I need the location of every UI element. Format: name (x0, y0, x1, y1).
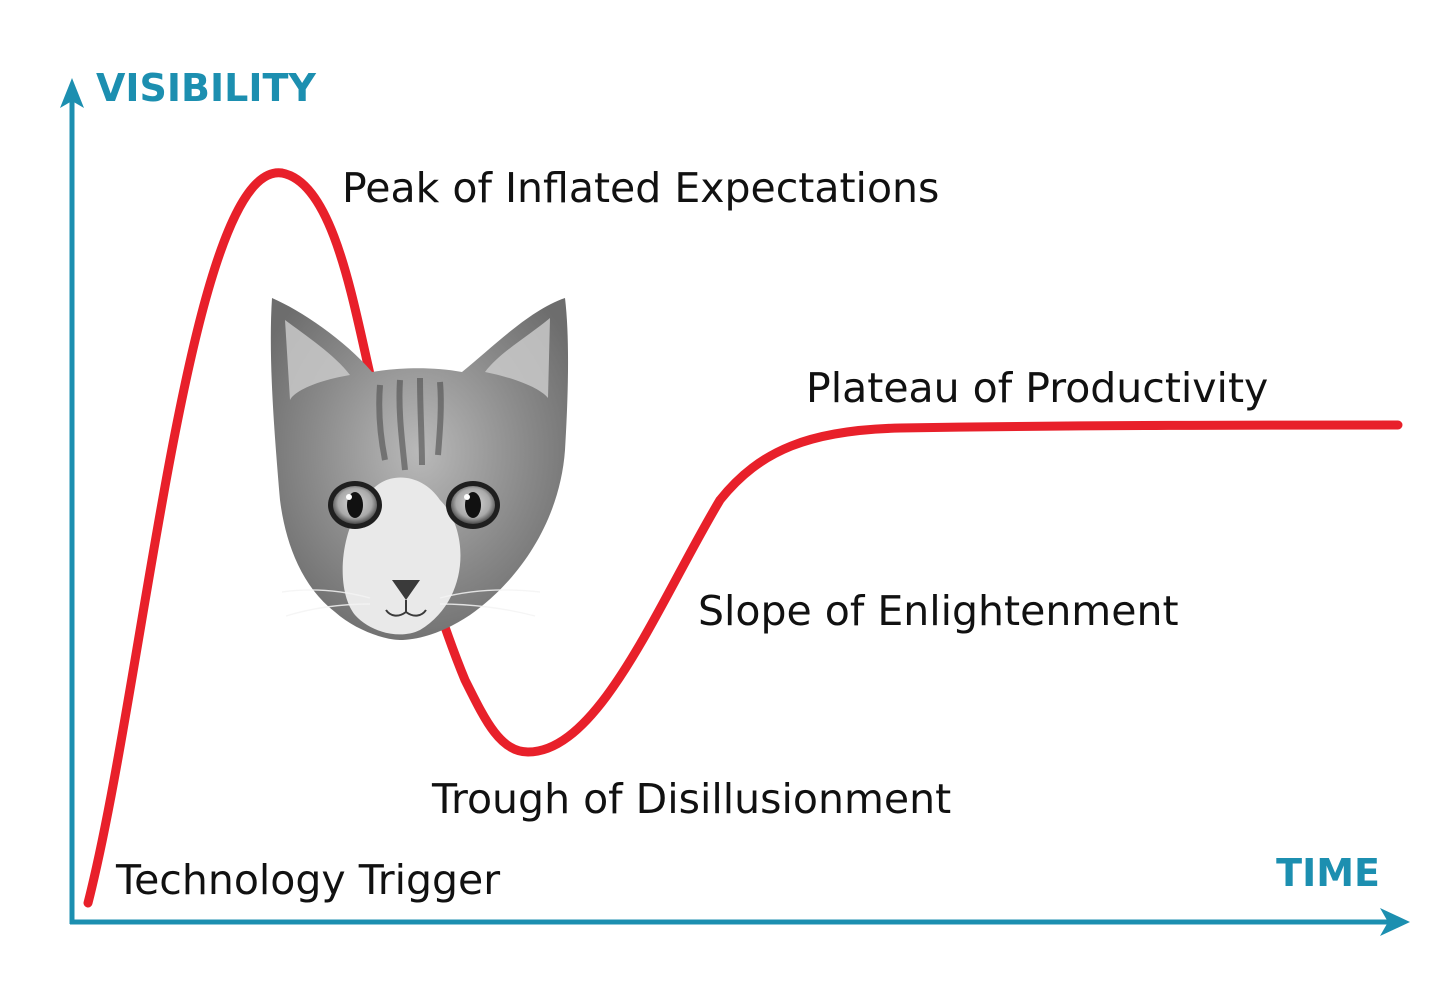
phase-label-plateau-of-productivity: Plateau of Productivity (806, 364, 1268, 412)
phase-label-trough-of-disillusionment: Trough of Disillusionment (431, 775, 951, 823)
cat-eye-left (328, 481, 382, 529)
x-axis-title: TIME (1276, 851, 1380, 895)
phase-label-slope-of-enlightenment: Slope of Enlightenment (698, 587, 1179, 635)
cat-head-image (271, 298, 568, 640)
phase-label-peak-of-inflated-expectations: Peak of Inflated Expectations (342, 164, 939, 212)
cat-eye-right (446, 481, 500, 529)
y-axis-title: VISIBILITY (96, 66, 316, 110)
phase-label-technology-trigger: Technology Trigger (115, 856, 500, 904)
